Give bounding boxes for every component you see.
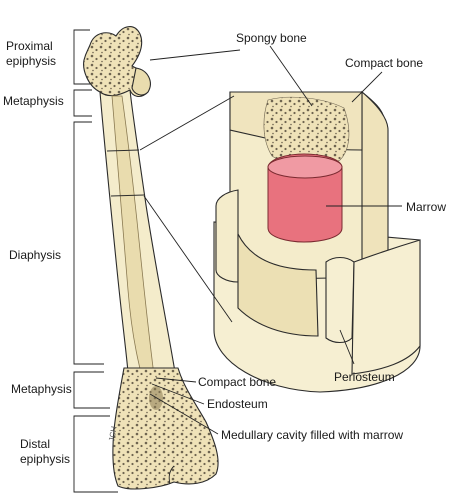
label-metaphysis-bottom: Metaphysis (11, 382, 72, 396)
label-distal-epiphysis-2: epiphysis (20, 452, 70, 466)
lower-wall (237, 233, 319, 337)
label-periosteum: Periosteum (334, 370, 395, 384)
left-brackets (73, 29, 118, 493)
label-medullary-cavity: Medullary cavity filled with marrow (221, 428, 403, 442)
label-compact-bone-top: Compact bone (345, 56, 423, 70)
cross-section (213, 90, 421, 393)
distal-epiphysis-shape (112, 367, 219, 490)
label-spongy-bone: Spongy bone (236, 31, 307, 45)
artist-signature: JCH (107, 425, 119, 442)
leader-lines (139, 45, 402, 435)
spongy-region (263, 96, 350, 167)
label-distal-epiphysis-1: Distal (20, 437, 50, 451)
greater-trochanter (131, 67, 151, 96)
marrow-top (267, 155, 343, 179)
label-proximal-epiphysis-2: epiphysis (6, 54, 56, 68)
label-endosteum: Endosteum (207, 397, 268, 411)
label-diaphysis: Diaphysis (9, 248, 61, 262)
compact-ring-face (361, 90, 389, 271)
label-marrow: Marrow (406, 200, 446, 214)
periosteum-right (351, 239, 421, 375)
label-proximal-epiphysis-1: Proximal (6, 39, 53, 53)
label-metaphysis-top: Metaphysis (3, 94, 64, 108)
inner-step (215, 189, 239, 283)
label-compact-bone-bottom: Compact bone (198, 375, 276, 389)
periosteum-notch (325, 256, 355, 344)
section-line-top (106, 149, 140, 152)
femur (83, 26, 219, 490)
section-line-bottom (110, 194, 145, 197)
